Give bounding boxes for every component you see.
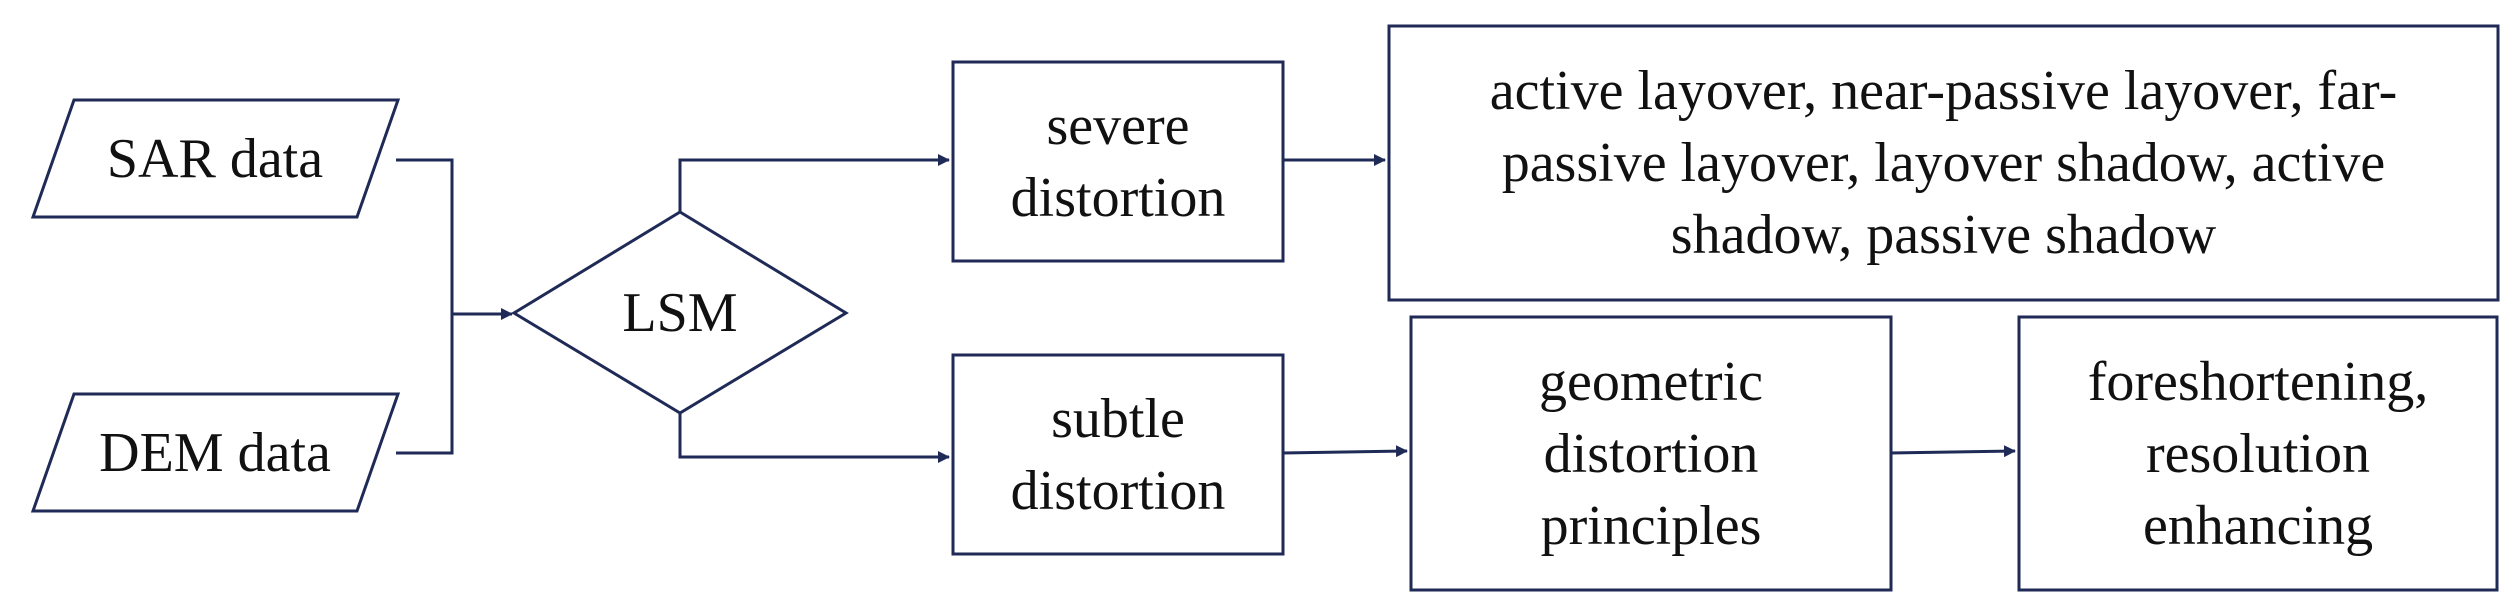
severe-types-line-1: active layover, near-passive layover, fa… bbox=[1489, 60, 2398, 122]
subtle-distortion-label: subtle distortion bbox=[953, 355, 1283, 554]
sar-data-text: SAR data bbox=[106, 127, 324, 190]
subtle-to-principles-arrow bbox=[1282, 445, 1408, 458]
principles-to-types-arrow bbox=[1890, 445, 2016, 458]
sar-data-label: SAR data bbox=[40, 100, 390, 217]
severe-distortion-line-1: severe bbox=[1046, 94, 1190, 157]
subtle-distortion-line-1: subtle bbox=[1051, 387, 1185, 450]
dem-data-shape bbox=[30, 392, 401, 513]
severe-distortion-line-2: distortion bbox=[1010, 166, 1226, 229]
sar-to-lsm-connector bbox=[396, 158, 454, 314]
dem-to-lsm-connector bbox=[396, 314, 454, 455]
subtle-types-line-1: foreshortening, bbox=[2087, 350, 2429, 413]
severe-distortion-types-box bbox=[1387, 24, 2500, 302]
geometric-distortion-principles-label: geometric distortion principles bbox=[1411, 317, 1891, 590]
subtle-types-line-3: enhancing bbox=[2142, 494, 2374, 557]
dem-data-text: DEM data bbox=[99, 421, 331, 484]
severe-types-line-3: shadow, passive shadow bbox=[1670, 204, 2217, 266]
lsm-text: LSM bbox=[622, 282, 738, 344]
subtle-distortion-line-2: distortion bbox=[1010, 459, 1226, 522]
lsm-label: LSM bbox=[560, 262, 800, 364]
principles-line-1: geometric bbox=[1539, 350, 1763, 413]
geometric-distortion-principles-box bbox=[1409, 315, 1893, 592]
principles-line-2: distortion bbox=[1543, 422, 1759, 485]
subtle-types-line-2: resolution bbox=[2146, 422, 2370, 485]
severe-distortion-types-label: active layover, near-passive layover, fa… bbox=[1389, 26, 2498, 300]
severe-distortion-label: severe distortion bbox=[953, 62, 1283, 261]
sar-data-shape bbox=[30, 98, 401, 219]
subtle-distortion-types-box bbox=[2017, 315, 2499, 592]
principles-line-3: principles bbox=[1540, 494, 1762, 557]
subtle-distortion-box bbox=[951, 353, 1285, 556]
lsm-to-subtle-arrow bbox=[678, 413, 950, 463]
lsm-to-severe-arrow bbox=[678, 154, 950, 212]
severe-types-line-2: passive layover, layover shadow, active bbox=[1501, 132, 2386, 194]
dem-data-label: DEM data bbox=[40, 394, 390, 511]
subtle-distortion-types-label: foreshortening, resolution enhancing bbox=[2019, 317, 2497, 590]
